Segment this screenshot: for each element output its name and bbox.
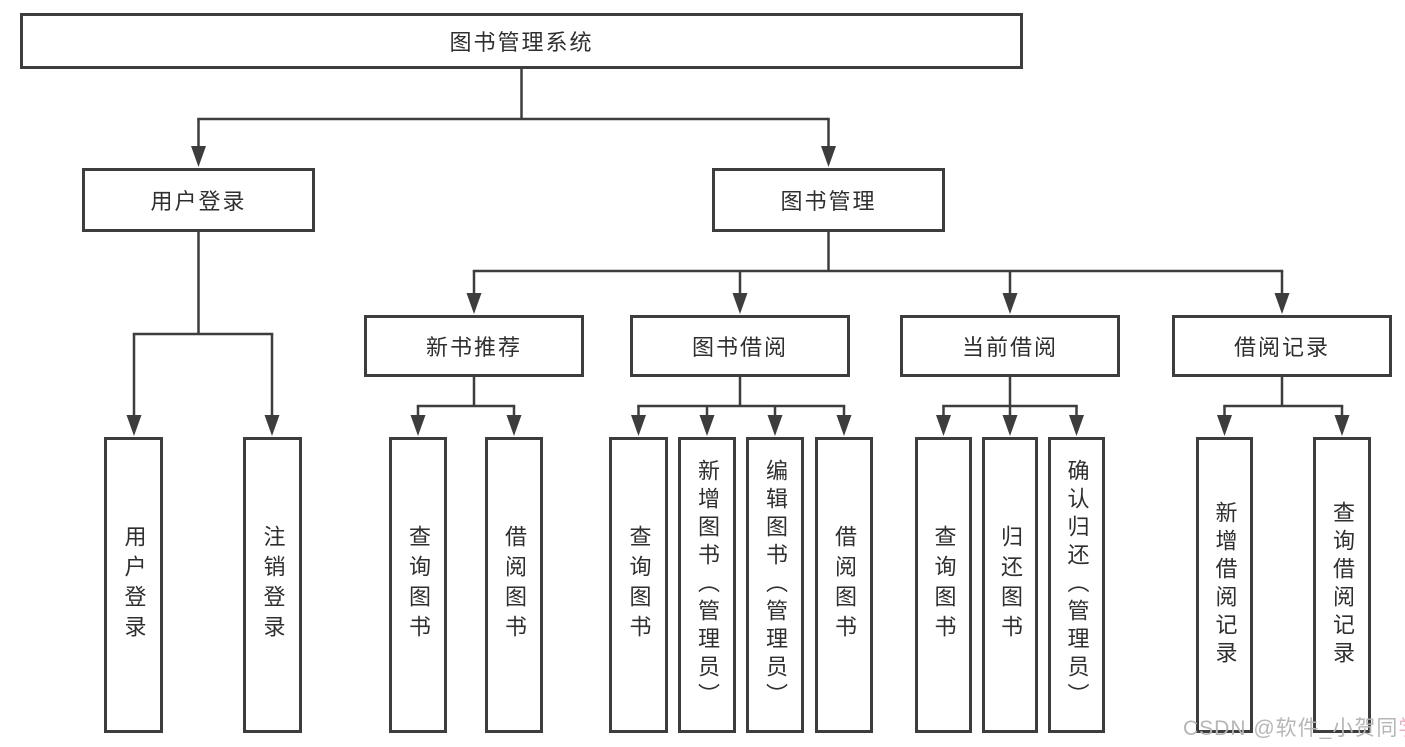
node-logout-leaf: 注销登录 bbox=[243, 437, 302, 733]
node-query-books-current: 查询图书 bbox=[915, 437, 972, 733]
node-user-login-leaf: 用户登录 bbox=[104, 437, 163, 733]
node-return-books: 归还图书 bbox=[982, 437, 1038, 733]
watermark-pink-text: 学 bbox=[1398, 717, 1405, 740]
node-query-books-recommend: 查询图书 bbox=[389, 437, 447, 733]
node-confirm-return-admin: 确认归还（管理员） bbox=[1048, 437, 1105, 733]
node-add-borrow-record: 新增借阅记录 bbox=[1196, 437, 1253, 733]
node-book-management: 图书管理 bbox=[712, 168, 945, 232]
node-query-books-borrowing: 查询图书 bbox=[609, 437, 668, 733]
node-book-borrowing: 图书借阅 bbox=[630, 315, 850, 377]
watermark-gray-text: CSDN @软件_小贺同 bbox=[1183, 717, 1399, 740]
node-root: 图书管理系统 bbox=[20, 13, 1023, 69]
node-borrowing-records: 借阅记录 bbox=[1172, 315, 1392, 377]
node-borrow-books-recommend: 借阅图书 bbox=[485, 437, 543, 733]
node-edit-books-admin: 编辑图书（管理员） bbox=[746, 437, 804, 733]
node-new-book-recommend: 新书推荐 bbox=[364, 315, 584, 377]
node-user-login: 用户登录 bbox=[82, 168, 315, 232]
node-add-books-admin: 新增图书（管理员） bbox=[678, 437, 736, 733]
node-current-borrowing: 当前借阅 bbox=[900, 315, 1120, 377]
csdn-watermark: CSDN @软件_小贺同学 bbox=[1183, 712, 1405, 742]
node-borrow-books-borrowing: 借阅图书 bbox=[815, 437, 873, 733]
node-query-borrow-record: 查询借阅记录 bbox=[1313, 437, 1371, 733]
